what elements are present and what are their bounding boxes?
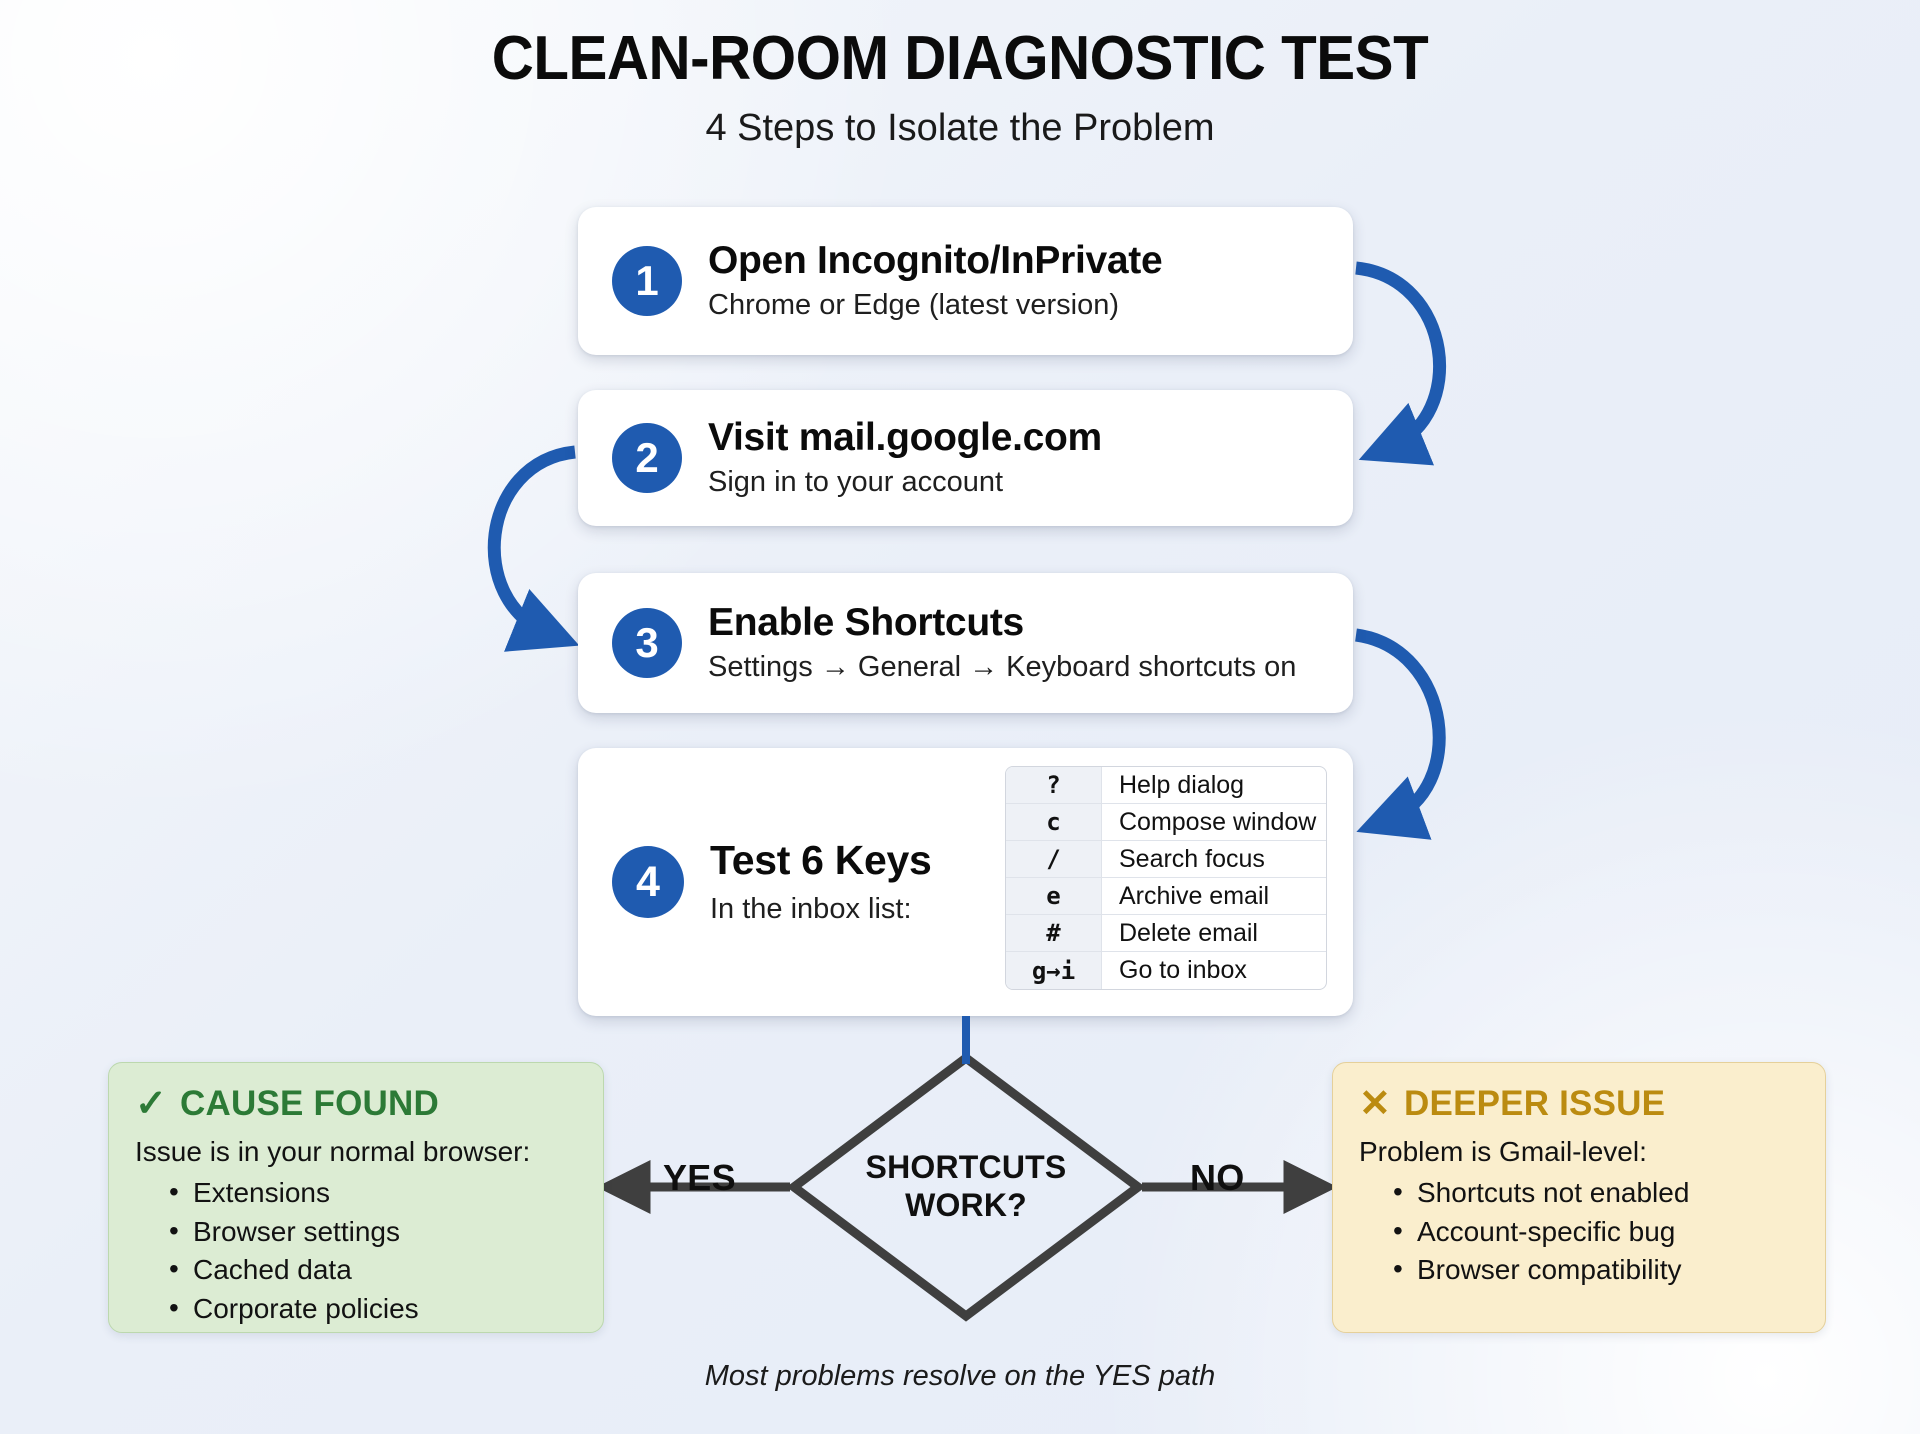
list-item: Shortcuts not enabled (1393, 1173, 1799, 1213)
step-card-3[interactable]: 3 Enable Shortcuts Settings → General → … (578, 573, 1353, 713)
shortcut-action: Search focus (1119, 844, 1265, 873)
table-row: e Archive email (1006, 878, 1326, 915)
step-number-badge-2: 2 (612, 423, 682, 493)
shortcut-key: ? (1006, 767, 1102, 803)
list-item: Corporate policies (169, 1289, 577, 1329)
shortcut-key: / (1006, 841, 1102, 877)
step-card-1[interactable]: 1 Open Incognito/InPrivate Chrome or Edg… (578, 207, 1353, 355)
step-subtitle-3: Settings → General → Keyboard shortcuts … (708, 650, 1297, 683)
outcome-subtitle-success: Issue is in your normal browser: (135, 1135, 531, 1167)
outcome-heading-success: ✓ CAUSE FOUND (135, 1083, 577, 1126)
branch-label-yes: YES (663, 1157, 736, 1198)
step-subtitle-4: In the inbox list: (710, 892, 912, 925)
shortcut-key: c (1006, 804, 1102, 840)
shortcut-action: Archive email (1119, 881, 1270, 910)
page-subtitle: 4 Steps to Isolate the Problem (705, 107, 1215, 150)
step-text-4: Test 6 Keys In the inbox list: (710, 836, 932, 927)
decision-diamond (786, 1052, 1146, 1322)
connector-stem-step4-to-decision (962, 1016, 970, 1064)
outcome-box-deeper-issue: ✕ DEEPER ISSUE Problem is Gmail-level: S… (1332, 1062, 1826, 1333)
step-number-badge-1: 1 (612, 246, 682, 316)
step-text-3: Enable Shortcuts Settings → General → Ke… (708, 601, 1296, 684)
step-title-2: Visit mail.google.com (708, 416, 1102, 460)
footnote: Most problems resolve on the YES path (704, 1360, 1216, 1392)
step-subtitle-2: Sign in to your account (708, 465, 1004, 498)
list-item: Browser compatibility (1393, 1250, 1799, 1290)
list-item: Extensions (169, 1173, 577, 1213)
shortcut-action: Compose window (1119, 807, 1317, 836)
step-card-2[interactable]: 2 Visit mail.google.com Sign in to your … (578, 390, 1353, 526)
branch-label-no: NO (1190, 1157, 1245, 1198)
arrow-step3-to-step4 (1354, 628, 1446, 840)
table-row: g→i Go to inbox (1006, 952, 1326, 989)
table-row: / Search focus (1006, 841, 1326, 878)
decision-line-1: SHORTCUTS (865, 1149, 1067, 1186)
arrow-step1-to-step2 (1355, 261, 1447, 466)
shortcut-key-table: ? Help dialog c Compose window / Search … (1005, 766, 1327, 990)
decision-line-2: WORK? (905, 1187, 1027, 1223)
table-row: c Compose window (1006, 804, 1326, 841)
step-text-2: Visit mail.google.com Sign in to your ac… (708, 416, 1102, 499)
table-row: ? Help dialog (1006, 767, 1326, 804)
shortcut-key: # (1006, 915, 1102, 951)
step-text-1: Open Incognito/InPrivate Chrome or Edge … (708, 239, 1163, 322)
shortcut-action: Delete email (1119, 918, 1258, 947)
step-title-4: Test 6 Keys (710, 836, 932, 883)
cross-icon: ✕ (1359, 1083, 1392, 1126)
decision-node[interactable]: SHORTCUTS WORK? (790, 1053, 1142, 1321)
step-card-4[interactable]: 4 Test 6 Keys In the inbox list: ? Help … (578, 748, 1353, 1016)
arrow-step2-to-step3 (487, 445, 580, 652)
outcome-list-success: Extensions Browser settings Cached data … (169, 1173, 577, 1329)
step-title-3: Enable Shortcuts (708, 601, 1024, 645)
outcome-subtitle-warning: Problem is Gmail-level: (1359, 1135, 1647, 1167)
outcome-heading-text: CAUSE FOUND (180, 1084, 439, 1123)
step-number-badge-4: 4 (612, 846, 684, 918)
shortcut-key: e (1006, 878, 1102, 914)
outcome-heading-warning: ✕ DEEPER ISSUE (1359, 1083, 1799, 1126)
shortcut-action: Go to inbox (1119, 956, 1247, 984)
step-title-1: Open Incognito/InPrivate (708, 239, 1163, 283)
check-icon: ✓ (135, 1083, 168, 1126)
list-item: Browser settings (169, 1212, 577, 1252)
outcome-list-warning: Shortcuts not enabled Account-specific b… (1393, 1173, 1799, 1290)
list-item: Cached data (169, 1250, 577, 1290)
shortcut-key: g→i (1006, 952, 1102, 989)
outcome-box-cause-found: ✓ CAUSE FOUND Issue is in your normal br… (108, 1062, 604, 1333)
step-subtitle-1: Chrome or Edge (latest version) (708, 288, 1119, 321)
shortcut-action: Help dialog (1119, 770, 1245, 799)
table-row: # Delete email (1006, 915, 1326, 952)
header: CLEAN-ROOM DIAGNOSTIC TEST 4 Steps to Is… (0, 26, 1920, 150)
step-number-badge-3: 3 (612, 608, 682, 678)
outcome-heading-text: DEEPER ISSUE (1404, 1084, 1666, 1123)
page-title: CLEAN-ROOM DIAGNOSTIC TEST (491, 24, 1429, 93)
decision-label: SHORTCUTS WORK? (790, 1053, 1142, 1321)
list-item: Account-specific bug (1393, 1212, 1799, 1252)
